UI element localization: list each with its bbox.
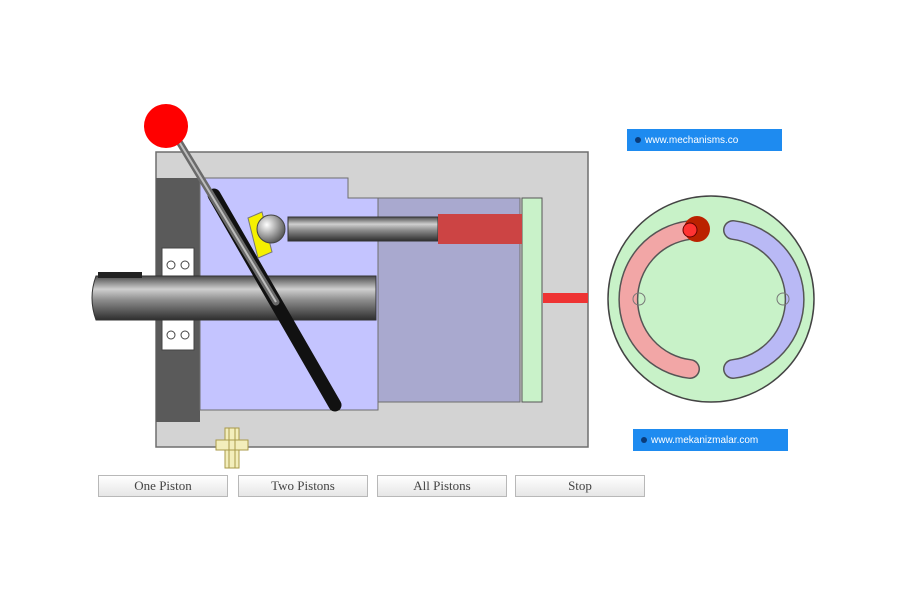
inlet-kidney-port-fill: [619, 221, 699, 378]
website-link-bottom[interactable]: www.mekanizmalar.com: [633, 429, 788, 451]
all-pistons-button[interactable]: All Pistons: [377, 475, 507, 497]
outlet-kidney-port-fill: [724, 221, 804, 378]
piston-pressure-zone: [438, 214, 522, 244]
piston-position-dot: [682, 222, 698, 238]
lever-knob[interactable]: [144, 104, 188, 148]
piston-ball-joint: [256, 214, 286, 244]
piston-rod: [287, 216, 439, 242]
link-icon: [635, 137, 641, 143]
link-icon: [641, 437, 647, 443]
stop-button[interactable]: Stop: [515, 475, 645, 497]
website-link-top-label: www.mechanisms.co: [645, 134, 739, 146]
one-piston-button[interactable]: One Piston: [98, 475, 228, 497]
website-link-bottom-label: www.mekanizmalar.com: [651, 434, 759, 446]
shaft-key: [98, 272, 142, 278]
website-link-top[interactable]: www.mechanisms.co: [627, 129, 782, 151]
control-lever-highlight: [171, 129, 277, 303]
valve-plate-disc: [607, 195, 815, 403]
outlet-port: [543, 293, 588, 303]
bore-marker: [632, 292, 646, 306]
lower-bearing-ball: [166, 330, 176, 340]
drain-fitting: [215, 427, 249, 469]
two-pistons-button[interactable]: Two Pistons: [238, 475, 368, 497]
bore-marker: [776, 292, 790, 306]
lower-bearing-ball: [180, 330, 190, 340]
drive-shaft: [91, 275, 377, 321]
upper-bearing-ball: [180, 260, 190, 270]
upper-bearing-ball: [166, 260, 176, 270]
valve-plate-strip: [521, 197, 543, 403]
